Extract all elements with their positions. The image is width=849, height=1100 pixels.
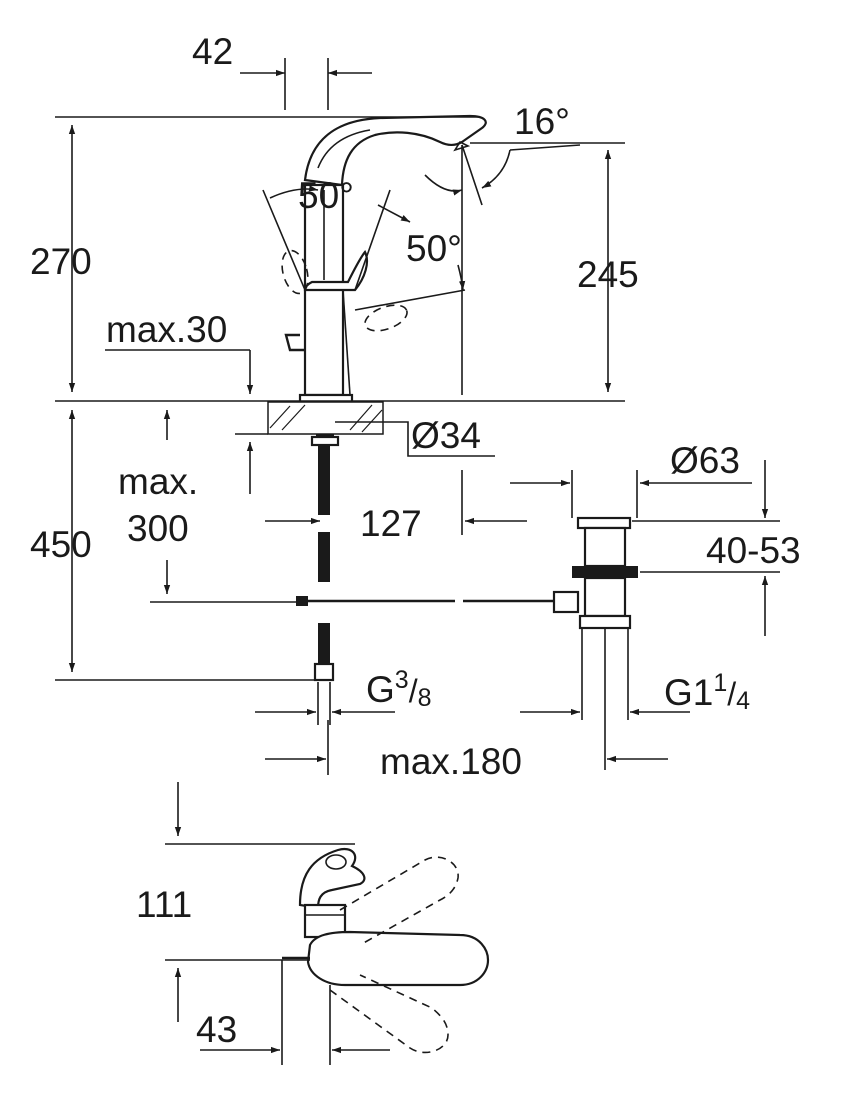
thread-g-3-8: G3/8 [366, 666, 432, 712]
spout [303, 114, 487, 187]
thread-g1-1-4-numerator: 1 [713, 669, 728, 697]
dim-diameter-34: Ø34 [411, 415, 481, 456]
dim-43: 43 [196, 1009, 238, 1050]
dim-111: 111 [136, 884, 193, 925]
dim-50-degrees-b: 50° [406, 228, 462, 269]
thread-g-3-8-numerator: 3 [394, 666, 409, 694]
thread-g1-1-4: G11/4 [664, 669, 751, 715]
thread-g-3-8-base: G [366, 669, 395, 710]
dim-max-180: max.180 [380, 741, 522, 782]
faucet-side-view [262, 114, 487, 447]
thread-g1-1-4-base: G1 [664, 672, 714, 713]
dim-diameter-63: Ø63 [670, 440, 740, 481]
supply-hose [296, 445, 580, 682]
dim-127: 127 [360, 503, 422, 544]
thread-g-3-8-denominator: 8 [417, 684, 432, 712]
dimension-lines [55, 58, 780, 775]
dim-max-300-line1: max. [118, 461, 199, 502]
dim-max-300-line2: 300 [127, 508, 189, 549]
dim-16-degrees: 16° [514, 101, 570, 142]
dim-450: 450 [30, 524, 92, 565]
waste-fitting [572, 516, 638, 770]
top-view-dimensions [165, 782, 390, 1065]
top-view-lever [306, 930, 490, 987]
faucet-top-view [282, 847, 490, 1054]
top-view-spout [298, 847, 366, 910]
thread-g1-1-4-denominator: 4 [736, 687, 751, 715]
dim-max-30: max.30 [106, 309, 228, 350]
dim-270: 270 [30, 241, 92, 282]
dim-245: 245 [577, 254, 639, 295]
dim-42: 42 [192, 31, 234, 72]
countertop [267, 401, 384, 435]
dim-40-53: 40-53 [706, 530, 801, 571]
dim-50-degrees-a: 50° [298, 175, 354, 216]
